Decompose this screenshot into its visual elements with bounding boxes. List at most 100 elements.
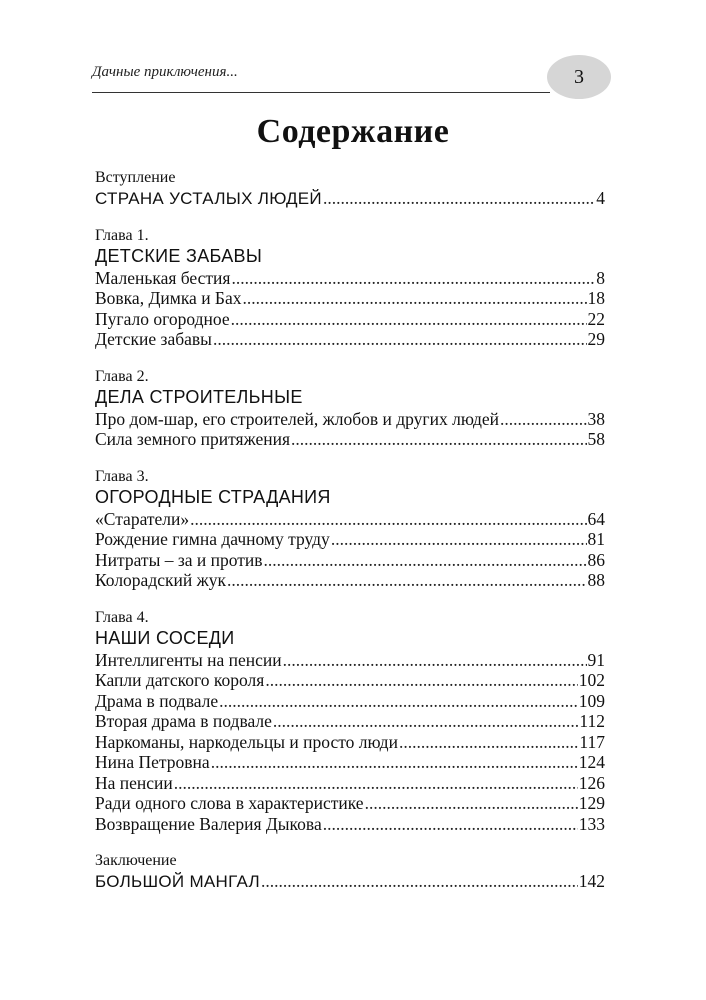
toc-entry[interactable]: Нина Петровна 124: [95, 752, 605, 773]
toc-entry-page: 124: [578, 752, 605, 772]
toc-entry-title: Ради одного слова в характеристике: [95, 793, 364, 813]
dot-leader: [264, 550, 587, 571]
page-title: Содержание: [256, 113, 450, 150]
toc-entry-page: 129: [578, 793, 605, 813]
toc-entry[interactable]: Сила земного притяжения 58: [95, 429, 605, 450]
toc-entry-page: 18: [587, 288, 606, 308]
toc-entry-title: Рождение гимна дачному труду: [95, 529, 330, 549]
page-number: 3: [574, 65, 584, 88]
toc-entry[interactable]: Маленькая бестия 8: [95, 268, 605, 289]
dot-leader: [190, 509, 586, 530]
toc-entry-page: 126: [578, 772, 605, 793]
toc-entry[interactable]: Детские забавы 29: [95, 329, 605, 350]
toc-entry[interactable]: Вторая драма в подвале 112: [95, 711, 605, 732]
toc-entry-page: 81: [587, 529, 606, 549]
toc-entry-page: 58: [587, 429, 606, 449]
toc-entry-page: 8: [596, 267, 605, 288]
header-rule: [92, 92, 550, 93]
dot-leader: [265, 670, 577, 691]
toc-entry-title: Вторая драма в подвале: [95, 711, 272, 731]
toc-entry[interactable]: Наркоманы, наркодельцы и просто люди117: [95, 732, 605, 753]
dot-leader: [283, 650, 587, 671]
toc-entry[interactable]: БОЛЬШОЙ МАНГАЛ 142: [95, 871, 605, 892]
toc-entry[interactable]: Про дом-шар, его строителей, жлобов и др…: [95, 409, 605, 430]
toc-section-outro: Заключение БОЛЬШОЙ МАНГАЛ 142: [95, 851, 605, 892]
toc-entry-page: 109: [578, 690, 605, 711]
dot-leader: [243, 288, 587, 309]
toc-section-chapter-4: Глава 4. НАШИ СОСЕДИ Интеллигенты на пен…: [95, 608, 605, 835]
toc-entry-title: БОЛЬШОЙ МАНГАЛ: [95, 872, 260, 891]
toc-entry-title: Вовка, Димка и Бах: [95, 288, 242, 308]
toc-entry-title: Нина Петровна: [95, 752, 210, 772]
toc-entry[interactable]: Рождение гимна дачному труду 81: [95, 529, 605, 550]
toc-entry[interactable]: Капли датского короля 102: [95, 670, 605, 691]
toc-entry[interactable]: Возвращение Валерия Дыкова 133: [95, 814, 605, 835]
dot-leader: [365, 793, 578, 814]
toc-entry-page: 102: [578, 670, 605, 690]
page-number-badge: 3: [547, 55, 611, 99]
toc-entry-title: Детские забавы: [95, 329, 212, 349]
toc-entry[interactable]: Нитраты – за и против 86: [95, 550, 605, 571]
chapter-heading: НАШИ СОСЕДИ: [95, 627, 235, 648]
toc-section-chapter-3: Глава 3. ОГОРОДНЫЕ СТРАДАНИЯ «Старатели»…: [95, 467, 605, 591]
dot-leader: [174, 773, 578, 794]
toc-entry-page: 88: [587, 570, 606, 590]
dot-leader: [399, 732, 578, 753]
toc-entry-page: 133: [578, 813, 605, 834]
toc-entry-page: 64: [587, 508, 606, 529]
toc-entry-title: Колорадский жук: [95, 570, 226, 590]
toc-entry-title: Нитраты – за и против: [95, 549, 263, 570]
toc-entry-page: 22: [587, 308, 606, 329]
toc-entry-title: Сила земного притяжения: [95, 429, 291, 449]
toc-entry-page: 86: [587, 549, 606, 570]
toc-entry-page: 112: [579, 711, 605, 731]
toc-entry-title: СТРАНА УСТАЛЫХ ЛЮДЕЙ: [95, 189, 322, 208]
toc-entry[interactable]: Колорадский жук 88: [95, 570, 605, 591]
toc-entry-page: 38: [587, 408, 606, 429]
toc-entry[interactable]: Ради одного слова в характеристике 129: [95, 793, 605, 814]
toc-entry-page: 142: [578, 871, 605, 891]
toc-section-chapter-2: Глава 2. ДЕЛА СТРОИТЕЛЬНЫЕ Про дом-шар, …: [95, 367, 605, 450]
dot-leader: [227, 570, 587, 591]
toc-entry-title: Капли датского короля: [95, 670, 265, 690]
toc-entry[interactable]: «Старатели» 64: [95, 509, 605, 530]
toc-entry[interactable]: Пугало огородное 22: [95, 309, 605, 330]
toc-entry-title: Маленькая бестия: [95, 267, 231, 288]
toc-entry-page: 29: [587, 329, 606, 349]
dot-leader: [331, 529, 587, 550]
chapter-label: Глава 2.: [95, 367, 149, 385]
table-of-contents: Вступление СТРАНА УСТАЛЫХ ЛЮДЕЙ 4 Глава …: [95, 168, 605, 909]
chapter-heading: ДЕТСКИЕ ЗАБАВЫ: [95, 245, 263, 266]
chapter-label: Глава 3.: [95, 467, 149, 485]
toc-entry[interactable]: СТРАНА УСТАЛЫХ ЛЮДЕЙ 4: [95, 188, 605, 209]
toc-entry-title: Про дом-шар, его строителей, жлобов и др…: [95, 408, 500, 429]
dot-leader: [219, 691, 578, 712]
running-head: Дачные приключения...: [92, 64, 238, 80]
dot-leader: [291, 429, 586, 450]
toc-entry-title: На пенсии: [95, 772, 173, 793]
toc-entry-title: «Старатели»: [95, 508, 190, 529]
chapter-heading: ДЕЛА СТРОИТЕЛЬНЫЕ: [95, 386, 303, 407]
dot-leader: [261, 871, 578, 892]
chapter-label: Глава 4.: [95, 608, 149, 626]
toc-entry[interactable]: Вовка, Димка и Бах 18: [95, 288, 605, 309]
toc-entry-page: 4: [596, 188, 605, 208]
dot-leader: [231, 268, 595, 289]
section-label: Заключение: [95, 852, 177, 869]
dot-leader: [500, 409, 586, 430]
toc-entry[interactable]: На пенсии 126: [95, 773, 605, 794]
dot-leader: [323, 188, 595, 209]
toc-entry-title: Возвращение Валерия Дыкова: [95, 813, 322, 834]
dot-leader: [273, 711, 578, 732]
dot-leader: [323, 814, 578, 835]
dot-leader: [211, 752, 578, 773]
toc-entry-title: Пугало огородное: [95, 308, 230, 329]
toc-entry-title: Интеллигенты на пенсии: [95, 649, 282, 670]
toc-entry[interactable]: Драма в подвале109: [95, 691, 605, 712]
toc-entry-page: 117: [579, 731, 605, 752]
section-label: Вступление: [95, 169, 176, 186]
toc-entry[interactable]: Интеллигенты на пенсии 91: [95, 650, 605, 671]
chapter-heading: ОГОРОДНЫЕ СТРАДАНИЯ: [95, 486, 331, 507]
chapter-label: Глава 1.: [95, 226, 149, 244]
toc-entry-page: 91: [587, 649, 606, 670]
